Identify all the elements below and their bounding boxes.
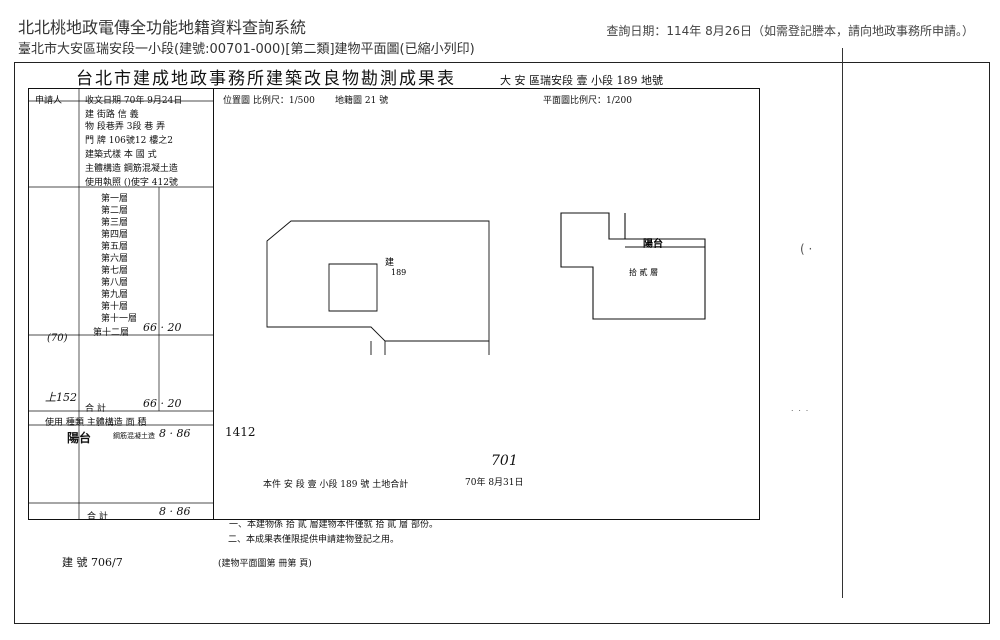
accessory-total-label: 合 計 xyxy=(87,512,108,522)
footer-plan-reference: (建物平面圖第 冊第 頁) xyxy=(218,559,312,569)
floor-row: 第十層 xyxy=(101,302,129,312)
info-row: 建 街路 信 義 xyxy=(85,110,139,120)
survey-sheet: 申請人 收文日期 70年 9月24日 建 街路 信 義 物 段巷弄 3段 巷 弄… xyxy=(28,88,760,530)
total-area: 66 · 20 xyxy=(143,397,182,410)
accessory-header: 使用 種類 主體構造 面 積 xyxy=(45,418,147,428)
note-line: 一、本建物係 拾 貳 層建物本件僅就 拾 貳 層 部份。 xyxy=(229,520,439,530)
survey-location: 大 安 區瑞安段 壹 小段 189 地號 xyxy=(500,74,663,87)
info-row: 主體構造 鋼筋混凝土造 xyxy=(85,164,178,174)
info-row: 門 牌 106號12 樓之2 xyxy=(85,136,173,146)
floor-row: 第二層 xyxy=(101,206,129,216)
site-lot-number: 189 xyxy=(391,268,406,277)
floor-row: 第五層 xyxy=(101,242,129,252)
floor-area: 66 · 20 xyxy=(143,321,182,334)
query-date: 查詢日期：114年 8月26日（如需登記謄本，請向地政事務所申請。） xyxy=(606,24,974,38)
plan-scale: 平面圖比例尺：1/200 xyxy=(543,96,632,106)
survey-date: 70年 8月31日 xyxy=(465,478,524,488)
document-frame xyxy=(14,62,990,624)
floor-row: 第三層 xyxy=(101,218,129,228)
table-lines xyxy=(29,89,213,519)
floor-row: 第十二層 xyxy=(93,328,130,338)
floor-row: 第十一層 xyxy=(101,314,138,324)
footer-building-number: 建 號 706/7 xyxy=(62,556,123,569)
scan-mark: ˙ ˙ ˙ xyxy=(790,410,810,420)
floor-plan-label: 拾 貳 層 xyxy=(629,267,658,277)
balcony-structure: 鋼筋混凝土造 xyxy=(113,432,155,440)
balcony-area: 8 · 86 xyxy=(159,427,191,440)
site-plan xyxy=(266,220,490,355)
info-row: 建築式樣 本 國 式 xyxy=(85,150,157,160)
note-line: 二、本成果表僅限提供申請建物登記之用。 xyxy=(228,535,400,545)
info-row: 使用執照 ()使字 412號 xyxy=(85,178,178,188)
scan-mark: ( · xyxy=(800,242,813,256)
site-building-label: 建 xyxy=(385,256,394,268)
permit-reference: 1412 xyxy=(225,425,256,439)
floor-plan xyxy=(560,212,706,320)
applicant-number: (70) xyxy=(47,333,68,344)
column-divider xyxy=(213,89,214,519)
floor-row: 第一層 xyxy=(101,194,129,204)
scan-edge-line xyxy=(842,48,843,598)
floor-row: 第七層 xyxy=(101,266,129,276)
floor-row: 第四層 xyxy=(101,230,129,240)
survey-drawings: 建 189 陽台 拾 貳 層 xyxy=(29,89,706,519)
system-title: 北北桃地政電傳全功能地籍資料查詢系統 xyxy=(18,18,307,37)
survey-note: 本件 安 段 壹 小段 189 號 土地合計 xyxy=(263,480,409,490)
survey-title: 台北市建成地政事務所建築改良物勘測成果表 xyxy=(76,69,456,89)
floor-row: 第六層 xyxy=(101,254,129,264)
code-number: 上152 xyxy=(45,391,77,404)
floor-row: 第八層 xyxy=(101,278,129,288)
total-label: 合 計 xyxy=(85,404,106,414)
handwritten-number: 701 xyxy=(491,453,518,469)
location-scale: 位置圖 比例尺：1/500 xyxy=(223,96,315,106)
info-row: 物 段巷弄 3段 巷 弄 xyxy=(85,122,166,132)
balcony-plan-label: 陽台 xyxy=(643,237,663,250)
accessory-total-area: 8 · 86 xyxy=(159,505,191,518)
map-sheet: 地籍圖 21 號 xyxy=(335,96,389,106)
floor-row: 第九層 xyxy=(101,290,129,300)
document-subtitle: 臺北市大安區瑞安段一小段(建號:00701-000)[第二類]建物平面圖(已縮小… xyxy=(18,42,475,57)
